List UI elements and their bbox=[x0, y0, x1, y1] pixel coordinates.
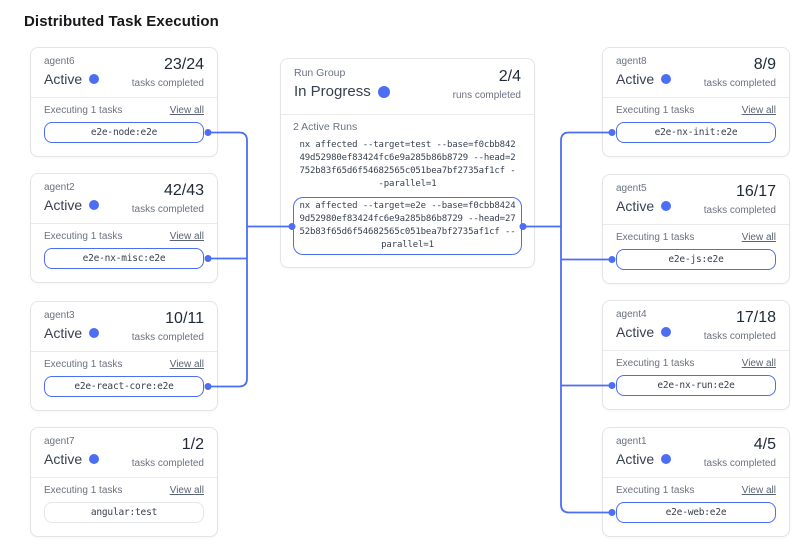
executing-label: Executing 1 tasks bbox=[616, 232, 695, 243]
view-all-link[interactable]: View all bbox=[741, 358, 776, 369]
agent-card-header: agent6 Active 23/24 tasks completed bbox=[31, 48, 217, 98]
view-all-link[interactable]: View all bbox=[741, 485, 776, 496]
progress-label: tasks completed bbox=[131, 332, 204, 343]
agent-name: agent7 bbox=[44, 436, 75, 447]
task-chip[interactable]: e2e-nx-misc:e2e bbox=[44, 248, 204, 269]
run-group-status-label: In Progress bbox=[294, 83, 371, 100]
status-dot-icon bbox=[661, 201, 672, 211]
executing-label: Executing 1 tasks bbox=[616, 485, 695, 496]
status-dot-icon bbox=[661, 74, 672, 84]
task-chip[interactable]: e2e-nx-run:e2e bbox=[616, 375, 776, 396]
agent-card-agent2: agent2 Active 42/43 tasks completed Exec… bbox=[30, 173, 218, 283]
progress-label: tasks completed bbox=[131, 204, 204, 215]
agent-status-label: Active bbox=[44, 71, 83, 87]
active-runs-label: 2 Active Runs bbox=[293, 121, 358, 133]
progress-label: tasks completed bbox=[131, 458, 204, 469]
progress-count: 8/9 bbox=[753, 56, 776, 73]
agent-name: agent6 bbox=[44, 56, 75, 67]
runs-progress-count: 2/4 bbox=[498, 68, 521, 85]
progress-count: 16/17 bbox=[735, 183, 776, 200]
status-dot-icon bbox=[89, 74, 100, 84]
view-all-link[interactable]: View all bbox=[169, 231, 204, 242]
page-title: Distributed Task Execution bbox=[24, 13, 219, 30]
status-dot-icon bbox=[89, 454, 100, 464]
run-group-card: Run Group In Progress 2/4 runs completed… bbox=[280, 58, 535, 268]
progress-count: 1/2 bbox=[181, 436, 204, 453]
progress-count: 4/5 bbox=[753, 436, 776, 453]
progress-count: 10/11 bbox=[165, 310, 204, 327]
view-all-link[interactable]: View all bbox=[741, 105, 776, 116]
run-command[interactable]: nx affected --target=test --base=f0cbb84… bbox=[299, 140, 516, 189]
agent-card-agent1: agent1 Active 4/5 tasks completed Execut… bbox=[602, 427, 790, 537]
status-dot-icon bbox=[377, 86, 390, 98]
executing-label: Executing 1 tasks bbox=[44, 105, 123, 116]
agent-status-label: Active bbox=[44, 197, 83, 213]
executing-label: Executing 1 tasks bbox=[616, 358, 695, 369]
progress-count: 42/43 bbox=[163, 182, 204, 199]
executing-label: Executing 1 tasks bbox=[44, 231, 123, 242]
progress-count: 23/24 bbox=[163, 56, 204, 73]
agent-card-agent8: agent8 Active 8/9 tasks completed Execut… bbox=[602, 47, 790, 157]
task-chip[interactable]: angular:test bbox=[44, 502, 204, 523]
agent-name: agent5 bbox=[616, 183, 647, 194]
executing-label: Executing 1 tasks bbox=[44, 485, 123, 496]
agent-card-agent5: agent5 Active 16/17 tasks completed Exec… bbox=[602, 174, 790, 284]
agent-name: agent3 bbox=[44, 310, 75, 321]
view-all-link[interactable]: View all bbox=[741, 232, 776, 243]
agent-name: agent8 bbox=[616, 56, 647, 67]
task-chip[interactable]: e2e-node:e2e bbox=[44, 122, 204, 143]
agent-name: agent4 bbox=[616, 309, 647, 320]
view-all-link[interactable]: View all bbox=[169, 359, 204, 370]
progress-count: 17/18 bbox=[735, 309, 776, 326]
agent-card-header: agent2 Active 42/43 tasks completed bbox=[31, 174, 217, 224]
runs-progress-label: runs completed bbox=[452, 90, 521, 101]
run-group-header: Run Group In Progress 2/4 runs completed bbox=[281, 59, 534, 115]
agent-card-header: agent5 Active 16/17 tasks completed bbox=[603, 175, 789, 225]
executing-label: Executing 1 tasks bbox=[616, 105, 695, 116]
task-chip[interactable]: e2e-web:e2e bbox=[616, 502, 776, 523]
agent-name: agent2 bbox=[44, 182, 75, 193]
run-command-highlighted[interactable]: nx affected --target=e2e --base=f0cbb842… bbox=[293, 197, 522, 255]
agent-card-header: agent8 Active 8/9 tasks completed bbox=[603, 48, 789, 98]
agent-status-label: Active bbox=[616, 71, 655, 87]
executing-label: Executing 1 tasks bbox=[44, 359, 123, 370]
status-dot-icon bbox=[89, 200, 100, 210]
agent-card-header: agent7 Active 1/2 tasks completed bbox=[31, 428, 217, 478]
agent-status-label: Active bbox=[616, 324, 655, 340]
progress-label: tasks completed bbox=[703, 331, 776, 342]
agent-card-header: agent1 Active 4/5 tasks completed bbox=[603, 428, 789, 478]
progress-label: tasks completed bbox=[131, 78, 204, 89]
task-chip[interactable]: e2e-js:e2e bbox=[616, 249, 776, 270]
view-all-link[interactable]: View all bbox=[169, 105, 204, 116]
agent-name: agent1 bbox=[616, 436, 647, 447]
status-dot-icon bbox=[661, 454, 672, 464]
run-group-label: Run Group bbox=[294, 67, 346, 79]
task-chip[interactable]: e2e-react-core:e2e bbox=[44, 376, 204, 397]
progress-label: tasks completed bbox=[703, 78, 776, 89]
agent-card-header: agent4 Active 17/18 tasks completed bbox=[603, 301, 789, 351]
agent-status-label: Active bbox=[616, 451, 655, 467]
progress-label: tasks completed bbox=[703, 458, 776, 469]
agent-card-agent4: agent4 Active 17/18 tasks completed Exec… bbox=[602, 300, 790, 410]
agent-status-label: Active bbox=[616, 198, 655, 214]
agent-status-label: Active bbox=[44, 325, 83, 341]
status-dot-icon bbox=[661, 327, 672, 337]
agent-status-label: Active bbox=[44, 451, 83, 467]
agent-card-agent6: agent6 Active 23/24 tasks completed Exec… bbox=[30, 47, 218, 157]
view-all-link[interactable]: View all bbox=[169, 485, 204, 496]
agent-card-agent3: agent3 Active 10/11 tasks completed Exec… bbox=[30, 301, 218, 411]
agent-card-agent7: agent7 Active 1/2 tasks completed Execut… bbox=[30, 427, 218, 537]
agent-card-header: agent3 Active 10/11 tasks completed bbox=[31, 302, 217, 352]
progress-label: tasks completed bbox=[703, 205, 776, 216]
task-chip[interactable]: e2e-nx-init:e2e bbox=[616, 122, 776, 143]
status-dot-icon bbox=[89, 328, 100, 338]
